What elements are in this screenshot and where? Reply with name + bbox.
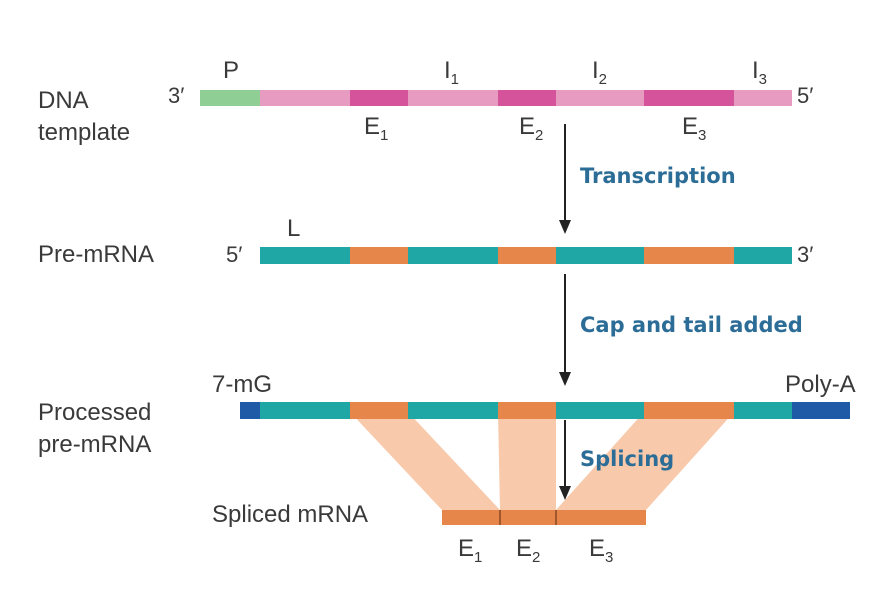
spliced-mrna-row: Spliced mRNA E1 E2 E3 [212,501,646,566]
processed-intron-segment [734,402,792,419]
dna-exon-segment [350,90,408,106]
splicing-arrow [559,420,571,500]
processed-exon-segment [498,402,556,419]
spliced-exon-label-3: E3 [589,535,613,566]
processed-exon-segment [350,402,408,419]
processed-pre-mrna-row: Processed pre-mRNA 7-mG Poly-A [38,371,856,458]
pre-mrna-leader-segment [260,247,350,264]
pre-mrna-exon-segment [644,247,734,264]
splicing-step-label: Splicing [580,447,674,471]
spliced-mrna-label: Spliced mRNA [212,501,368,528]
spliced-exon-segment-3 [556,510,646,525]
transcription-arrow [559,124,571,234]
pre-mrna-exon-segment [350,247,408,264]
dna-end-left: 3′ [168,83,184,108]
cap-segment [240,402,260,419]
transcription-arrow-head [559,220,571,234]
processed-intron-segment [556,402,644,419]
poly-a-tail-segment [792,402,850,419]
spliced-exon-segment-2 [500,510,556,525]
dna-exon-segment [644,90,734,106]
dna-promoter-segment [200,90,260,106]
intron-label-1: I1 [444,57,459,88]
pre-mrna-intron-segment [734,247,792,264]
processed-leader-segment [260,402,350,419]
spliced-exon-segment-1 [442,510,500,525]
dna-end-right: 5′ [797,83,813,108]
dna-intron-segment [556,90,644,106]
dna-exon-label-3: E3 [682,113,706,144]
pre-mrna-intron-segment [408,247,498,264]
splice-band-exon-3 [556,412,734,510]
processed-label-line1: Processed [38,399,151,426]
dna-exon-label-2: E2 [519,113,543,144]
cap-tail-step-label: Cap and tail added [580,313,803,337]
pre-mrna-end-left: 5′ [226,242,242,267]
dna-exon-segment [498,90,556,106]
processed-label-line2: pre-mRNA [38,431,151,458]
spliced-exon-label-2: E2 [516,535,540,566]
cap-tail-arrow-head [559,372,571,386]
pre-mrna-end-right: 3′ [797,242,813,267]
processed-exon-segment [644,402,734,419]
transcription-step-label: Transcription [580,164,736,188]
dna-label-line1: DNA [38,87,89,114]
pre-mrna-exon-segment [498,247,556,264]
tail-label: Poly-A [785,371,856,398]
dna-intron-segment [408,90,498,106]
dna-intron-segment [734,90,792,106]
dna-exon-label-1: E1 [364,113,388,144]
leader-label: L [287,215,300,242]
splice-bands [350,412,734,510]
splice-band-exon-1 [350,412,500,510]
splice-band-exon-2 [498,412,556,510]
cap-tail-arrow [559,274,571,386]
splicing-arrow-head [559,486,571,500]
intron-label-3: I3 [752,57,767,88]
pre-mrna-label: Pre-mRNA [38,241,154,268]
dna-label-line2: template [38,119,130,146]
spliced-exon-label-1: E1 [458,535,482,566]
promoter-label: P [223,57,239,84]
pre-mrna-row: Pre-mRNA 5′ 3′ L [38,215,813,268]
processed-intron-segment [408,402,498,419]
intron-label-2: I2 [592,57,607,88]
cap-label: 7-mG [212,371,272,398]
dna-template-row: DNA template 3′ 5′ P I1 I2 I3 E1 E2 E3 [38,57,813,146]
pre-mrna-intron-segment [556,247,644,264]
dna-intron-segment [260,90,350,106]
